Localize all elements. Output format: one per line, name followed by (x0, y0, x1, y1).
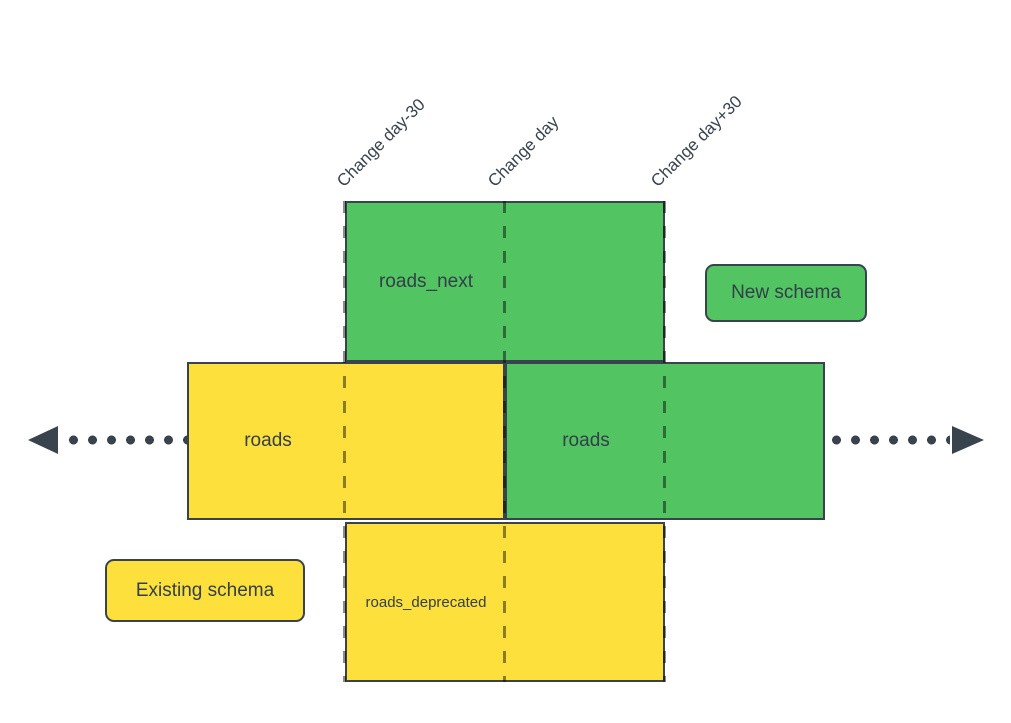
timeline-label-change-day-minus-30: Change day-30 (333, 94, 429, 191)
box-roads-existing: roads (187, 362, 505, 520)
timeline-dotted-line-right (827, 435, 950, 445)
legend-new-schema-label: New schema (731, 282, 841, 303)
legend-existing-schema: Existing schema (105, 559, 305, 622)
dashed-line-change-day-plus-30 (663, 201, 666, 682)
box-roads-deprecated-label: roads_deprecated (365, 593, 487, 611)
box-roads-new-label: roads (562, 430, 610, 451)
box-roads-deprecated: roads_deprecated (345, 522, 665, 682)
box-roads-next-label: roads_next (378, 270, 473, 292)
timeline-label-change-day-plus-30: Change day+30 (647, 91, 746, 191)
timeline-label-change-day: Change day (484, 112, 563, 191)
box-roads-new: roads (505, 362, 825, 520)
box-roads-next: roads_next (345, 201, 665, 362)
box-roads-existing-label: roads (244, 430, 292, 451)
legend-new-schema: New schema (705, 264, 867, 322)
dashed-line-change-day (503, 201, 506, 682)
timeline-arrow-left-icon (28, 426, 58, 454)
legend-existing-schema-label: Existing schema (135, 579, 275, 601)
timeline-arrow-right-icon (952, 426, 984, 454)
dashed-line-change-day-minus-30 (343, 201, 346, 682)
timeline-dotted-line-left (64, 435, 187, 445)
